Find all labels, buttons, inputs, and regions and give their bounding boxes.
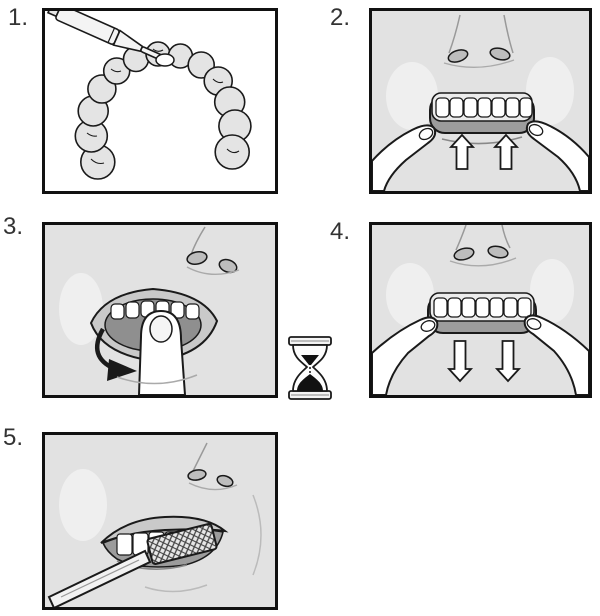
up-arrow-left bbox=[448, 133, 476, 170]
gel-syringe bbox=[46, 11, 165, 62]
step-3-panel bbox=[42, 222, 278, 398]
tooth-detail-lines bbox=[86, 48, 240, 165]
insert-tray-illustration bbox=[372, 11, 589, 191]
left-finger bbox=[372, 316, 439, 395]
nostril-right bbox=[218, 258, 238, 274]
left-fingernail bbox=[420, 320, 436, 332]
down-arrow-right bbox=[494, 340, 522, 383]
nose bbox=[186, 226, 240, 275]
right-thumbnail bbox=[528, 123, 544, 137]
step-5-label: 5. bbox=[3, 424, 24, 451]
step-4-label: 4. bbox=[330, 218, 351, 245]
brush-teeth-illustration bbox=[45, 435, 275, 607]
right-thumb bbox=[525, 120, 589, 191]
step-5-panel bbox=[42, 432, 278, 610]
chin-line bbox=[116, 374, 198, 385]
wait-timer bbox=[288, 336, 332, 400]
step-3-label: 3. bbox=[3, 213, 24, 240]
press-tray-illustration bbox=[45, 225, 275, 395]
nostril-right bbox=[216, 474, 234, 488]
nostril-left bbox=[453, 247, 475, 261]
nose bbox=[187, 442, 238, 491]
left-thumbnail bbox=[418, 127, 434, 141]
nostril-left bbox=[187, 469, 207, 481]
right-finger bbox=[523, 314, 589, 395]
toothbrush bbox=[47, 523, 218, 607]
step-2-label: 2. bbox=[330, 4, 351, 31]
right-fingernail bbox=[526, 318, 542, 330]
upper-teeth bbox=[110, 300, 200, 320]
mouth-with-tray bbox=[427, 292, 537, 334]
up-arrow-right bbox=[492, 133, 520, 170]
nose bbox=[449, 225, 517, 267]
cheek-line bbox=[252, 494, 262, 576]
down-arrow-left bbox=[446, 340, 474, 383]
apply-gel-to-tray-illustration bbox=[46, 11, 252, 180]
sand-bottom bbox=[297, 374, 323, 391]
curved-motion-arrow bbox=[94, 327, 137, 381]
nostril-left bbox=[447, 49, 469, 63]
nostril-right bbox=[487, 245, 509, 259]
mouth-with-tray bbox=[429, 92, 535, 145]
toothbrush-head bbox=[146, 523, 218, 565]
step-4-panel bbox=[369, 222, 592, 398]
nostril-right bbox=[489, 47, 511, 61]
upper-lip bbox=[100, 515, 229, 544]
nostril-left bbox=[186, 251, 208, 265]
remove-tray-illustration bbox=[372, 225, 589, 395]
fingernail bbox=[149, 315, 173, 343]
sand-top bbox=[301, 355, 319, 365]
left-thumb bbox=[372, 124, 437, 191]
step-1-panel bbox=[42, 8, 278, 194]
chin-line bbox=[144, 584, 208, 593]
lower-lip-line bbox=[441, 136, 523, 145]
step-1-label: 1. bbox=[8, 4, 29, 31]
upper-teeth bbox=[435, 97, 533, 118]
step-2-panel bbox=[369, 8, 592, 194]
nose bbox=[443, 14, 515, 69]
hourglass-icon bbox=[288, 336, 332, 400]
gel-dollop bbox=[155, 53, 175, 67]
upper-teeth bbox=[433, 297, 532, 318]
